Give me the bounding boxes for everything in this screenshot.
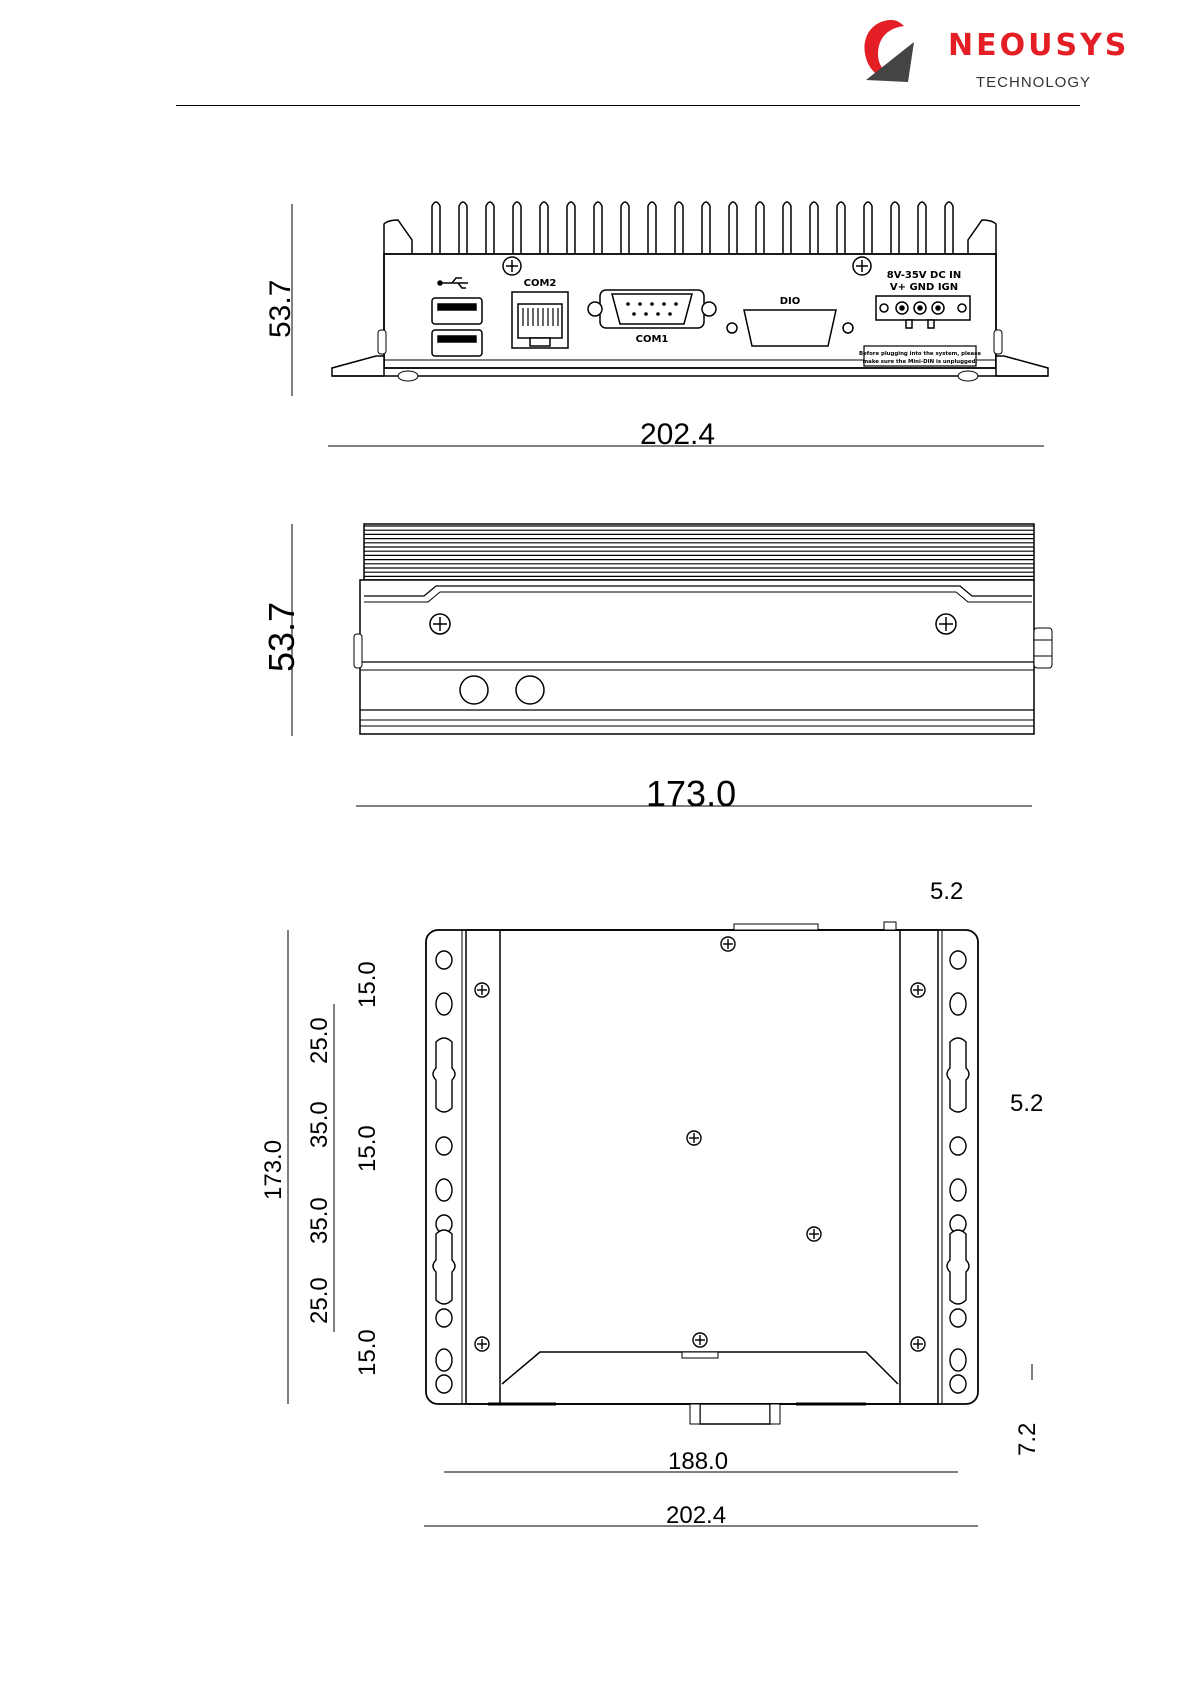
fin bbox=[513, 202, 521, 254]
left-dim-outer-3: 35.0 bbox=[308, 1197, 332, 1244]
mounting-hole bbox=[436, 993, 452, 1015]
fin bbox=[810, 202, 818, 254]
fin bbox=[918, 202, 926, 254]
mounting-hole bbox=[436, 1137, 452, 1155]
front-height-dim: 53.7 bbox=[266, 280, 296, 338]
fin bbox=[756, 202, 764, 254]
logo-mark-icon bbox=[852, 12, 922, 92]
fin bbox=[621, 202, 629, 254]
left-dim-outer-1: 25.0 bbox=[308, 1017, 332, 1064]
antenna-hole-2 bbox=[516, 676, 544, 704]
left-dim-outer-4: 25.0 bbox=[308, 1277, 332, 1324]
mounting-hole bbox=[950, 1137, 966, 1155]
mounting-hole bbox=[436, 1309, 452, 1327]
fin bbox=[594, 202, 602, 254]
side-width-dim: 173.0 bbox=[646, 776, 736, 812]
mounting-hole bbox=[436, 951, 452, 969]
brand-name: NEOUSYS bbox=[948, 28, 1129, 63]
antenna-hole-1 bbox=[460, 676, 488, 704]
header-divider bbox=[176, 105, 1080, 106]
side-heatsink-fins bbox=[364, 526, 1034, 576]
mounting-hole bbox=[950, 951, 966, 969]
fin bbox=[891, 202, 899, 254]
left-dim-inner-2: 15.0 bbox=[356, 1125, 380, 1172]
com2-port bbox=[512, 292, 568, 348]
fin bbox=[864, 202, 872, 254]
outer-width-dim: 202.4 bbox=[666, 1504, 726, 1528]
warning-line-1: Before plugging into the system, please bbox=[859, 351, 981, 357]
fin bbox=[540, 202, 548, 254]
brand-logo: NEOUSYS TECHNOLOGY bbox=[852, 12, 1142, 92]
mounting-hole bbox=[436, 1349, 452, 1371]
fin bbox=[783, 202, 791, 254]
bottom-right-dim: 7.2 bbox=[1016, 1423, 1040, 1456]
fin bbox=[459, 202, 467, 254]
front-width-dim: 202.4 bbox=[640, 420, 715, 450]
right-dim: 5.2 bbox=[1010, 1092, 1043, 1116]
mounting-hole bbox=[436, 1179, 452, 1201]
fin bbox=[702, 202, 710, 254]
inner-width-dim: 188.0 bbox=[668, 1450, 728, 1474]
com1-label: COM1 bbox=[636, 334, 669, 345]
bottom-depth-dim: 173.0 bbox=[262, 1140, 286, 1200]
mounting-hole bbox=[950, 1179, 966, 1201]
brand-sub: TECHNOLOGY bbox=[976, 74, 1091, 91]
mounting-hole bbox=[950, 1309, 966, 1327]
dc-pins-label: V+ GND IGN bbox=[890, 282, 958, 293]
heatsink-fins bbox=[432, 202, 953, 254]
fin bbox=[432, 202, 440, 254]
top-right-dim: 5.2 bbox=[930, 880, 963, 904]
fin bbox=[675, 202, 683, 254]
fin bbox=[567, 202, 575, 254]
mounting-hole bbox=[950, 1349, 966, 1371]
mounting-hole bbox=[950, 1375, 966, 1393]
fin bbox=[486, 202, 494, 254]
left-dim-inner-1: 15.0 bbox=[356, 961, 380, 1008]
side-height-dim: 53.7 bbox=[264, 602, 300, 672]
left-dim-inner-3: 15.0 bbox=[356, 1329, 380, 1376]
com2-label: COM2 bbox=[524, 278, 557, 289]
fin bbox=[945, 202, 953, 254]
com1-port bbox=[588, 290, 716, 328]
mounting-hole bbox=[436, 1375, 452, 1393]
side-view-drawing bbox=[0, 510, 1192, 830]
left-dim-outer-2: 35.0 bbox=[308, 1101, 332, 1148]
dc-in-label: 8V-35V DC IN bbox=[887, 270, 961, 281]
bottom-view-drawing bbox=[0, 900, 1192, 1600]
warning-line-2: make sure the Mini-DIN is unplugged. bbox=[863, 359, 978, 365]
dio-label: DIO bbox=[780, 296, 801, 307]
fin bbox=[648, 202, 656, 254]
fin bbox=[837, 202, 845, 254]
mounting-hole bbox=[950, 993, 966, 1015]
fin bbox=[729, 202, 737, 254]
